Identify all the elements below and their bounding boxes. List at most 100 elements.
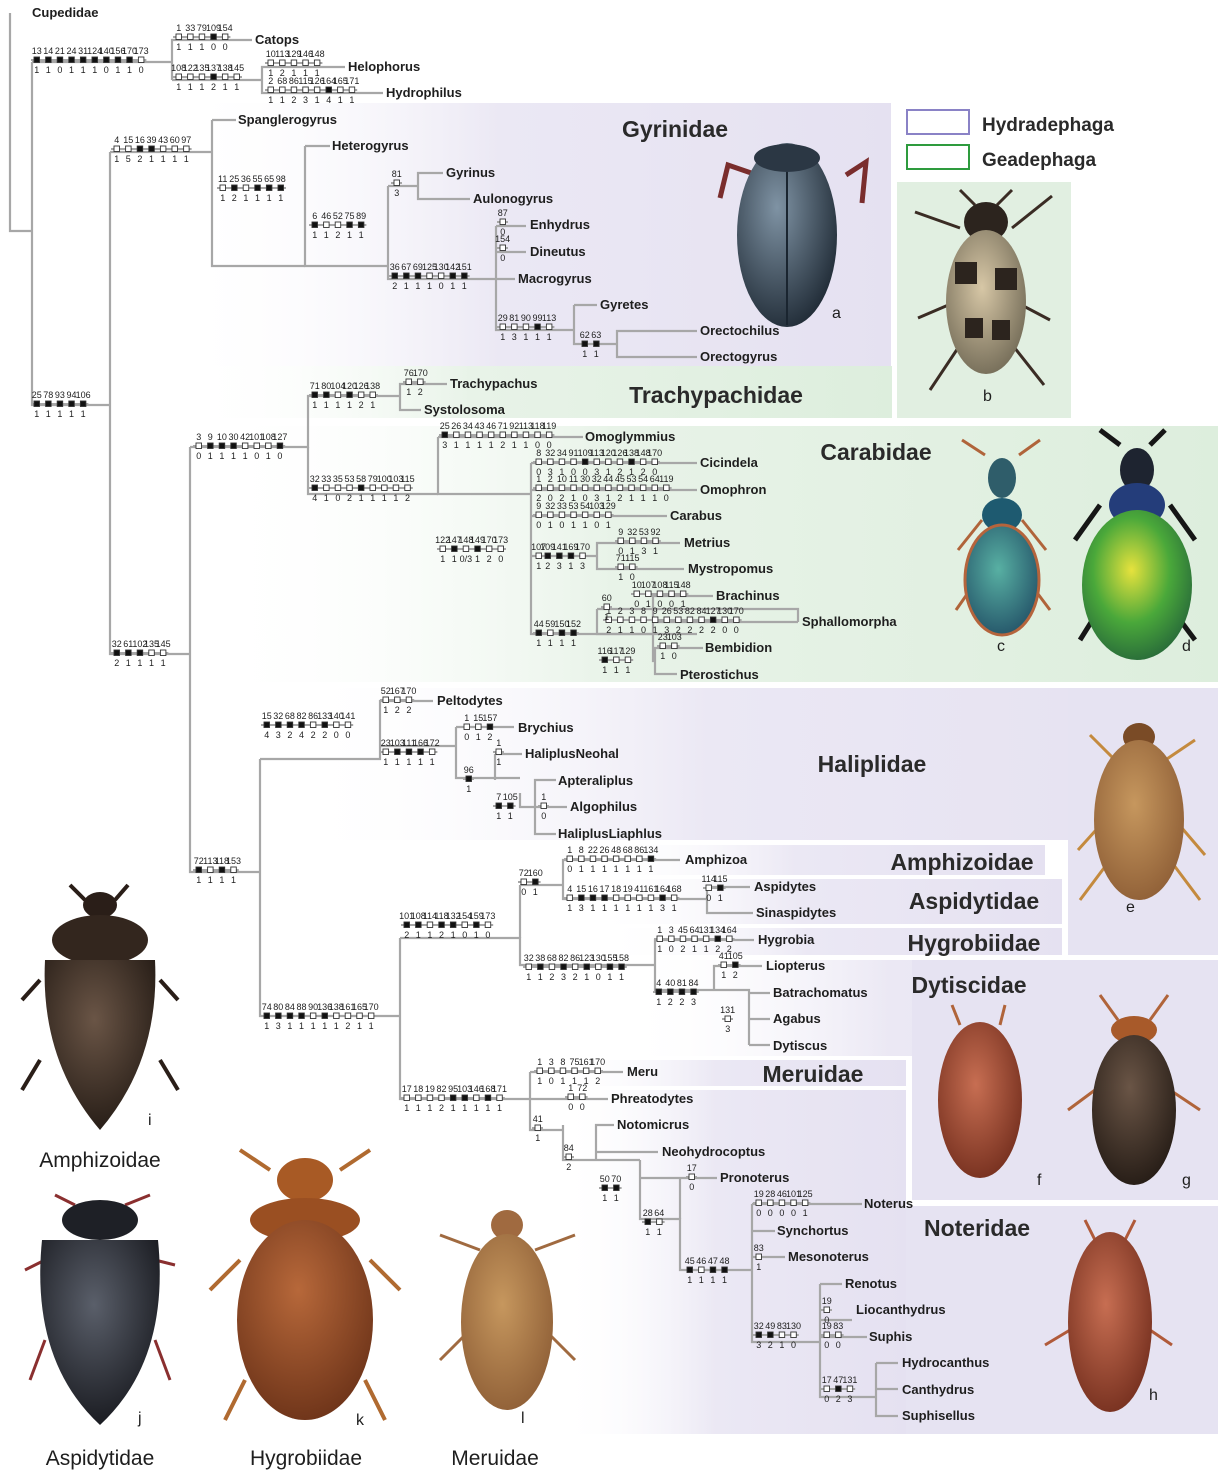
character-state: 0 <box>211 42 216 52</box>
character-state: 3 <box>756 1340 761 1350</box>
character-mark <box>594 512 600 518</box>
character-state: 2 <box>114 658 119 668</box>
character-state: 1 <box>648 903 653 913</box>
character-mark <box>287 722 293 728</box>
character-mark <box>559 630 565 636</box>
character-state: 1 <box>614 665 619 675</box>
character-state: 1 <box>347 230 352 240</box>
character-mark <box>579 895 585 901</box>
character-number: 21 <box>55 46 65 56</box>
character-mark <box>277 443 283 449</box>
character-mark <box>462 922 468 928</box>
character-number: 127 <box>272 432 287 442</box>
character-number: 32 <box>545 501 555 511</box>
character-mark <box>383 749 389 755</box>
character-mark <box>477 432 483 438</box>
character-state: 1 <box>629 625 634 635</box>
character-number: 17 <box>402 1084 412 1094</box>
character-mark <box>640 459 646 465</box>
family-label-noteridae: Noteridae <box>924 1215 1030 1241</box>
character-number: 25 <box>229 174 239 184</box>
character-mark <box>538 964 544 970</box>
character-number: 168 <box>667 884 682 894</box>
character-number: 29 <box>498 313 508 323</box>
character-number: 84 <box>564 1143 574 1153</box>
character-state: 2 <box>545 561 550 571</box>
character-number: 154 <box>495 234 510 244</box>
character-number: 96 <box>464 765 474 775</box>
character-mark <box>546 432 552 438</box>
character-number: 34 <box>557 448 567 458</box>
photo-d-letter: d <box>1182 638 1191 655</box>
character-state: 0 <box>498 554 503 564</box>
character-state: 1 <box>607 972 612 982</box>
character-number: 103 <box>667 632 682 642</box>
character-state: 0 <box>559 520 564 530</box>
character-mark <box>500 432 506 438</box>
character-number: 170 <box>590 1057 605 1067</box>
character-mark <box>548 459 554 465</box>
character-number: 72 <box>577 1083 587 1093</box>
character-state: 1 <box>416 930 421 940</box>
character-state: 1 <box>710 1275 715 1285</box>
character-state: 0 <box>580 1102 585 1112</box>
character-row: 7201601 <box>518 868 543 897</box>
character-state: 1 <box>440 554 445 564</box>
character-state: 1 <box>508 811 513 821</box>
character-state: 2 <box>418 387 423 397</box>
photo-c-letter: c <box>997 638 1005 655</box>
character-state: 1 <box>579 864 584 874</box>
taxon-label: Aspidytes <box>754 879 816 894</box>
character-state: 0 <box>706 893 711 903</box>
character-number: 16 <box>135 135 145 145</box>
character-mark <box>462 273 468 279</box>
character-mark <box>335 222 341 228</box>
photo-l-caption: Meruidae <box>451 1447 539 1470</box>
character-mark <box>370 392 376 398</box>
character-mark <box>415 273 421 279</box>
character-state: 1 <box>334 1021 339 1031</box>
taxon-label: Omoglymmius <box>585 429 675 444</box>
taxon-label: Batrachomatus <box>773 985 868 1000</box>
character-number: 173 <box>493 535 508 545</box>
character-mark <box>668 989 674 995</box>
taxon-label: Apteraliplus <box>558 773 633 788</box>
tree-branch <box>400 938 530 1099</box>
character-mark <box>791 1200 797 1206</box>
character-number: 53 <box>626 474 636 484</box>
character-state: 1 <box>219 875 224 885</box>
character-number: 129 <box>620 646 635 656</box>
character-state: 1 <box>220 193 225 203</box>
character-number: 43 <box>158 135 168 145</box>
character-mark <box>602 895 608 901</box>
character-state: 0 <box>254 451 259 461</box>
character-state: 1 <box>127 65 132 75</box>
character-mark <box>266 443 272 449</box>
character-mark <box>475 546 481 552</box>
character-state: 1 <box>188 82 193 92</box>
family-label-gyrinidae: Gyrinidae <box>622 116 728 142</box>
character-number: 36 <box>390 262 400 272</box>
character-mark <box>541 803 547 809</box>
character-state: 0 <box>779 1208 784 1218</box>
photo-a-letter: a <box>832 305 841 322</box>
photo-l-letter: l <box>521 1410 525 1427</box>
photo-b-letter: b <box>983 388 992 405</box>
character-state: 1 <box>243 451 248 461</box>
character-number: 82 <box>436 1084 446 1094</box>
character-state: 1 <box>451 1103 456 1113</box>
character-state: 1 <box>657 1227 662 1237</box>
taxon-label: Sphallomorpha <box>802 614 897 629</box>
character-state: 0 <box>139 65 144 75</box>
character-mark <box>641 538 647 544</box>
character-mark <box>657 936 663 942</box>
character-mark <box>652 485 658 491</box>
character-state: 1 <box>357 1021 362 1031</box>
character-mark <box>722 617 728 623</box>
character-mark <box>172 146 178 152</box>
character-mark <box>653 538 659 544</box>
character-state: 4 <box>326 95 331 105</box>
character-mark <box>629 459 635 465</box>
character-mark <box>557 553 563 559</box>
character-state: 2 <box>500 440 505 450</box>
